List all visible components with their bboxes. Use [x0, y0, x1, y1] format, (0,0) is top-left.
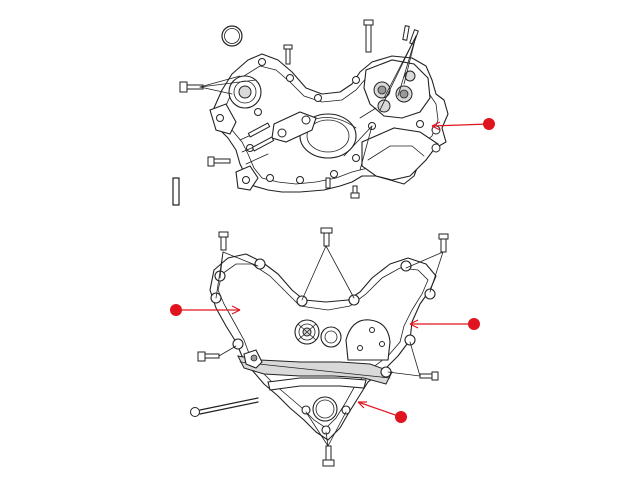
- left-sensor-tab: [243, 349, 263, 369]
- callout-lower-right: [409, 318, 480, 330]
- front-seal-ring: [320, 326, 342, 348]
- left-mount-bracket: [209, 103, 259, 191]
- callout-upper-right: [431, 118, 495, 131]
- lower-cover-outline: [209, 253, 437, 441]
- water-pump-boss: [228, 75, 262, 109]
- lower-view: [170, 227, 480, 467]
- upper-view: [172, 19, 495, 206]
- o-ring-seal: [221, 25, 243, 47]
- upper-bolts: [179, 19, 419, 199]
- lower-seal-opening: [312, 396, 338, 422]
- callout-lower-bottom: [357, 401, 407, 423]
- lower-bolt-bosses: [210, 258, 436, 435]
- lower-leader-lines: [215, 245, 444, 447]
- lower-slot: [267, 377, 367, 391]
- upper-bolt-holes: [246, 58, 376, 184]
- crankshaft-pulley-hub: [294, 319, 320, 345]
- upper-leader-lines: [199, 35, 417, 171]
- oil-pump-bracket: [361, 120, 441, 181]
- gasket-strip: [172, 177, 180, 206]
- oil-pump-housing: [345, 319, 391, 361]
- callout-lower-left: [170, 304, 241, 316]
